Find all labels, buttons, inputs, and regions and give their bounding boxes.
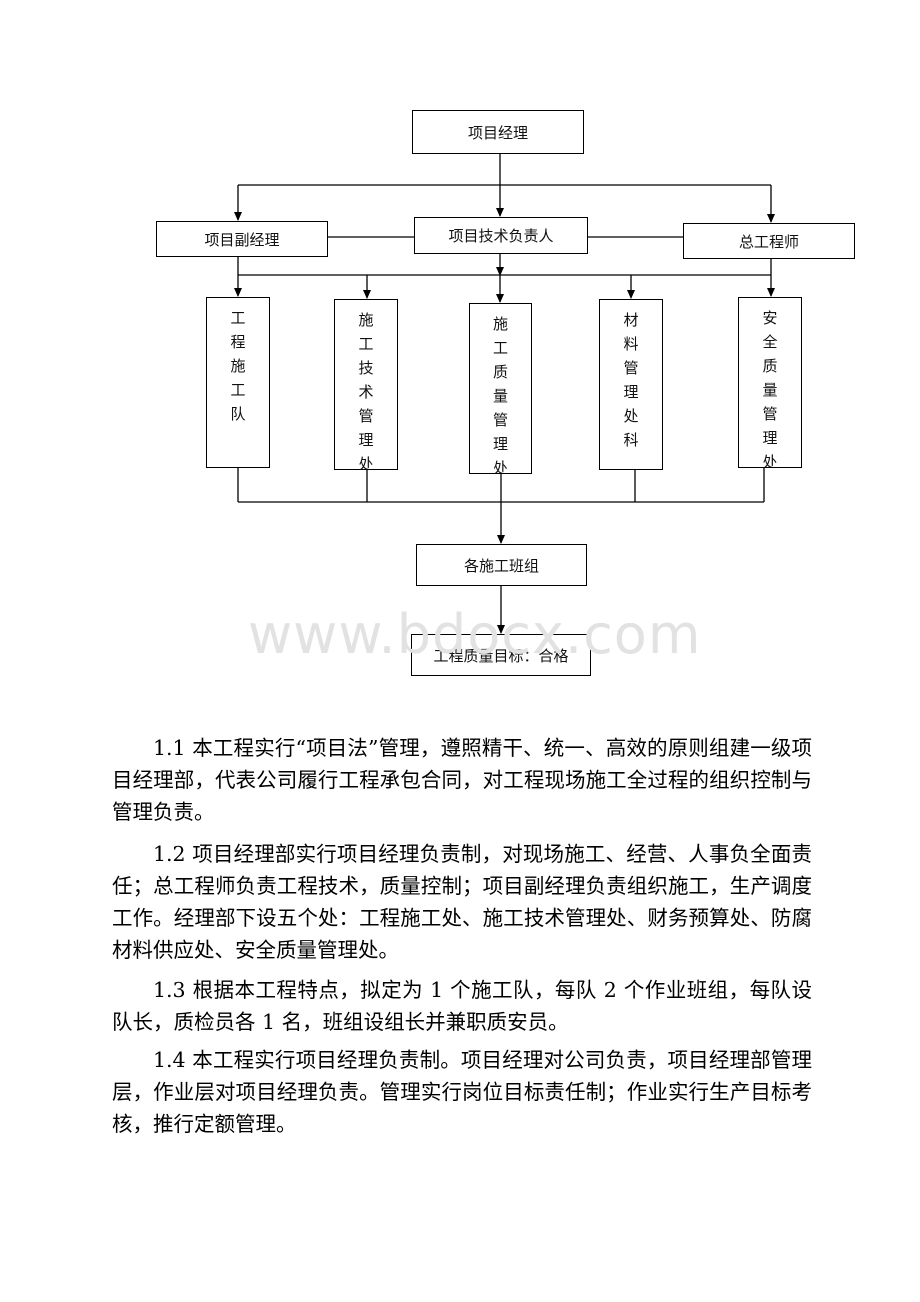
node-materials-office: 材料管理处科: [599, 299, 663, 470]
paragraph-1-1: 1.1 本工程实行“项目法”管理，遵照精干、统一、高效的原则组建一级项目经理部，…: [112, 736, 812, 824]
org-chart-connectors: [234, 153, 775, 634]
node-quality-management-office-label: 施工质量管理处: [492, 315, 508, 474]
node-quality-management-office: 施工质量管理处: [469, 303, 532, 474]
paragraph-1-4: 1.4 本工程实行项目经理负责制。项目经理对公司负责，项目经理部管理层，作业层对…: [112, 1048, 812, 1136]
paragraph-1-3: 1.3 根据本工程特点，拟定为 1 个施工队，每队 2 个作业班组，每队设队长，…: [112, 978, 812, 1034]
node-quality-goal: 工程质量目标：合格: [411, 634, 591, 676]
node-construction-team-label: 工程施工队: [230, 309, 246, 423]
node-chief-engineer: 总工程师: [683, 223, 855, 259]
node-construction-team: 工程施工队: [206, 297, 270, 468]
node-tech-management-office: 施工技术管理处: [334, 299, 398, 470]
node-deputy-manager: 项目副经理: [156, 221, 328, 257]
node-safety-quality-office-label: 安全质量管理处: [762, 309, 778, 468]
watermark: www.bdocx.com: [248, 603, 702, 666]
node-project-manager: 项目经理: [412, 110, 584, 154]
node-tech-management-office-label: 施工技术管理处: [358, 311, 374, 470]
node-safety-quality-office: 安全质量管理处: [738, 297, 802, 468]
node-materials-office-label: 材料管理处科: [623, 311, 639, 449]
node-technical-lead: 项目技术负责人: [414, 217, 588, 254]
paragraph-1-2: 1.2 项目经理部实行项目经理负责制，对现场施工、经营、人事负全面责任；总工程师…: [112, 842, 812, 962]
node-work-teams: 各施工班组: [416, 544, 587, 586]
